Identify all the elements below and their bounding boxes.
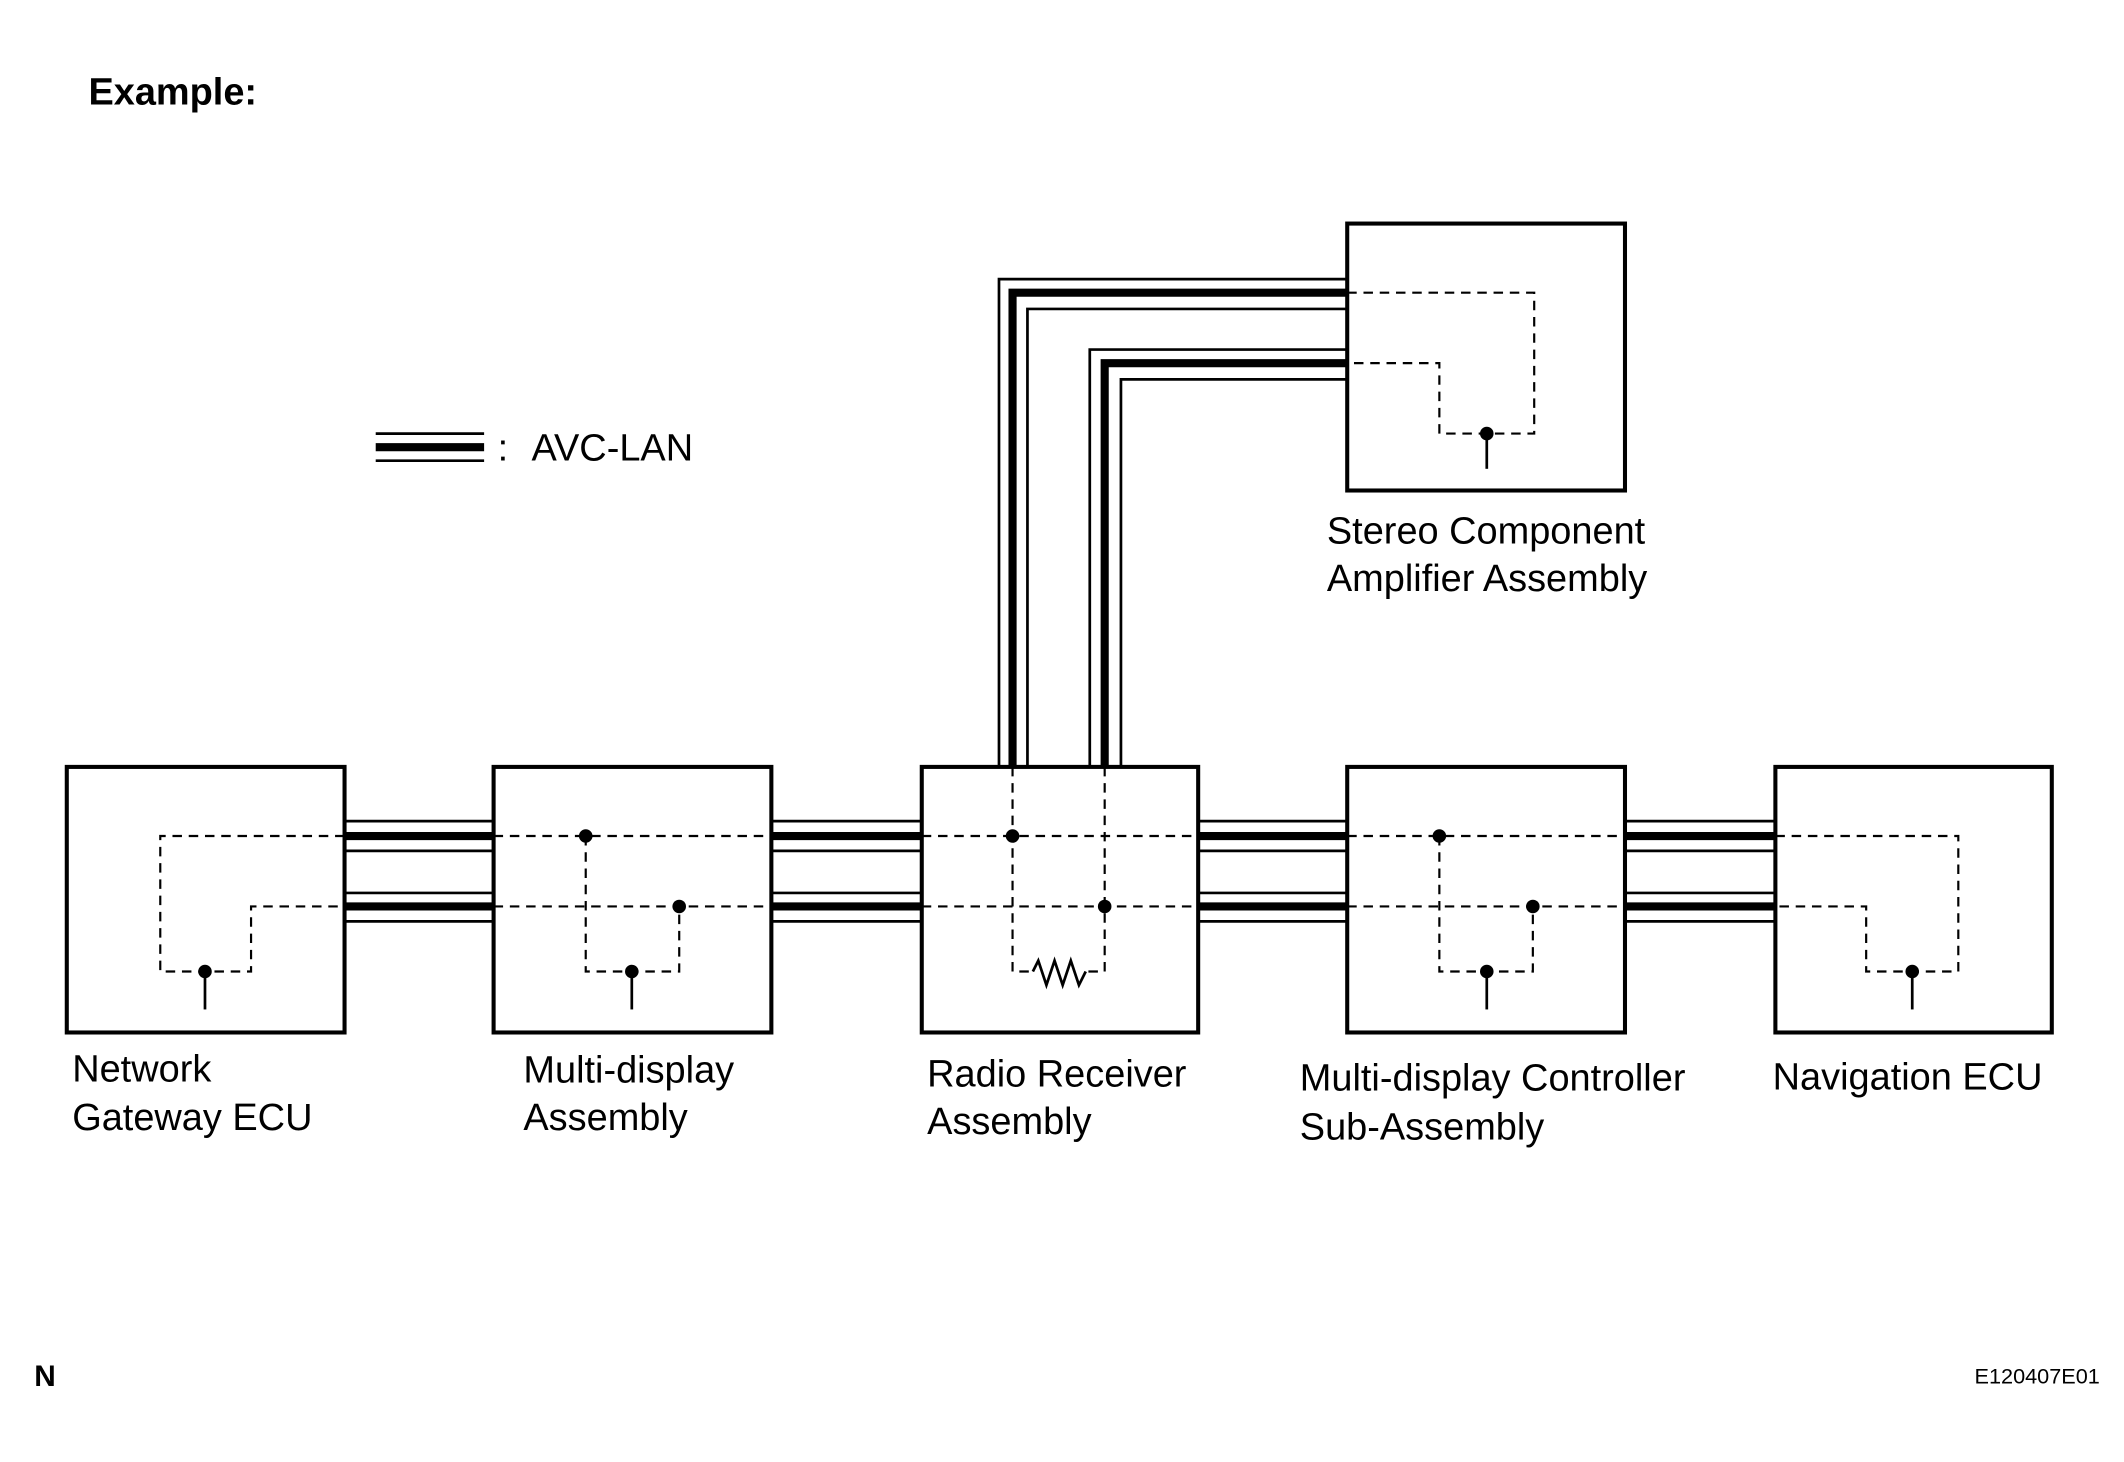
stereo-component-amplifier-assembly: Stereo Component Amplifier Assembly xyxy=(1327,221,1647,600)
component-label-line1: Stereo Component xyxy=(1327,510,1646,552)
multi-display-assembly: Multi-display Assembly xyxy=(491,764,774,1139)
avc-lan-wire xyxy=(997,277,1348,767)
junction-dot xyxy=(578,829,593,843)
avc-lan-wire xyxy=(1119,378,1348,767)
legend: : AVC-LAN xyxy=(375,428,694,470)
termination-resistor-icon xyxy=(1031,956,1087,990)
component-label-line1: Network xyxy=(72,1048,212,1090)
component-label-line1: Multi-display xyxy=(523,1050,734,1092)
avc-lan-main-bus xyxy=(344,819,1776,923)
component-box xyxy=(919,764,1201,1035)
component-label-line2: Sub-Assembly xyxy=(1300,1107,1545,1149)
component-label-line2: Amplifier Assembly xyxy=(1327,558,1647,600)
navigation-ecu: Navigation ECU xyxy=(1773,764,2054,1098)
junction-dot xyxy=(672,899,686,914)
avc-lan-wire xyxy=(1008,288,1348,767)
component-label-line1: Multi-display Controller xyxy=(1300,1058,1686,1100)
avc-lan-wire xyxy=(1100,359,1348,767)
network-gateway-ecu: Network Gateway ECU xyxy=(64,764,347,1139)
multi-display-controller-sub-assembly: Multi-display Controller Sub-Assembly xyxy=(1300,764,1686,1149)
figure-id: E120407E01 xyxy=(1975,1363,2100,1388)
legend-separator: : xyxy=(498,428,509,470)
diagram-title: Example: xyxy=(88,71,257,113)
legend-avc-lan-symbol xyxy=(375,432,485,463)
component-label-line1: Navigation ECU xyxy=(1773,1056,2043,1098)
avc-lan-bus-segment xyxy=(1198,819,1348,923)
component-label-line2: Gateway ECU xyxy=(72,1097,312,1139)
junction-dot xyxy=(1097,899,1112,914)
avc-lan-wire xyxy=(1026,307,1348,767)
avc-lan-bus-segment xyxy=(1624,819,1776,923)
avc-lan-bus-segment xyxy=(344,819,494,923)
internal-circuit xyxy=(921,766,1199,973)
avc-lan-riser-bus xyxy=(997,277,1348,767)
component-label-line2: Assembly xyxy=(927,1101,1091,1143)
component-label-line1: Radio Receiver xyxy=(927,1054,1186,1096)
corner-mark: N xyxy=(34,1360,56,1393)
avc-lan-bus-segment xyxy=(771,819,922,923)
legend-label: AVC-LAN xyxy=(532,428,694,470)
junction-dot xyxy=(1432,829,1447,843)
junction-dot xyxy=(1005,829,1020,843)
avc-lan-wire xyxy=(1088,348,1348,767)
junction-dot xyxy=(1526,899,1540,914)
component-label-line2: Assembly xyxy=(523,1097,687,1139)
radio-receiver-assembly: Radio Receiver Assembly xyxy=(919,764,1201,1143)
